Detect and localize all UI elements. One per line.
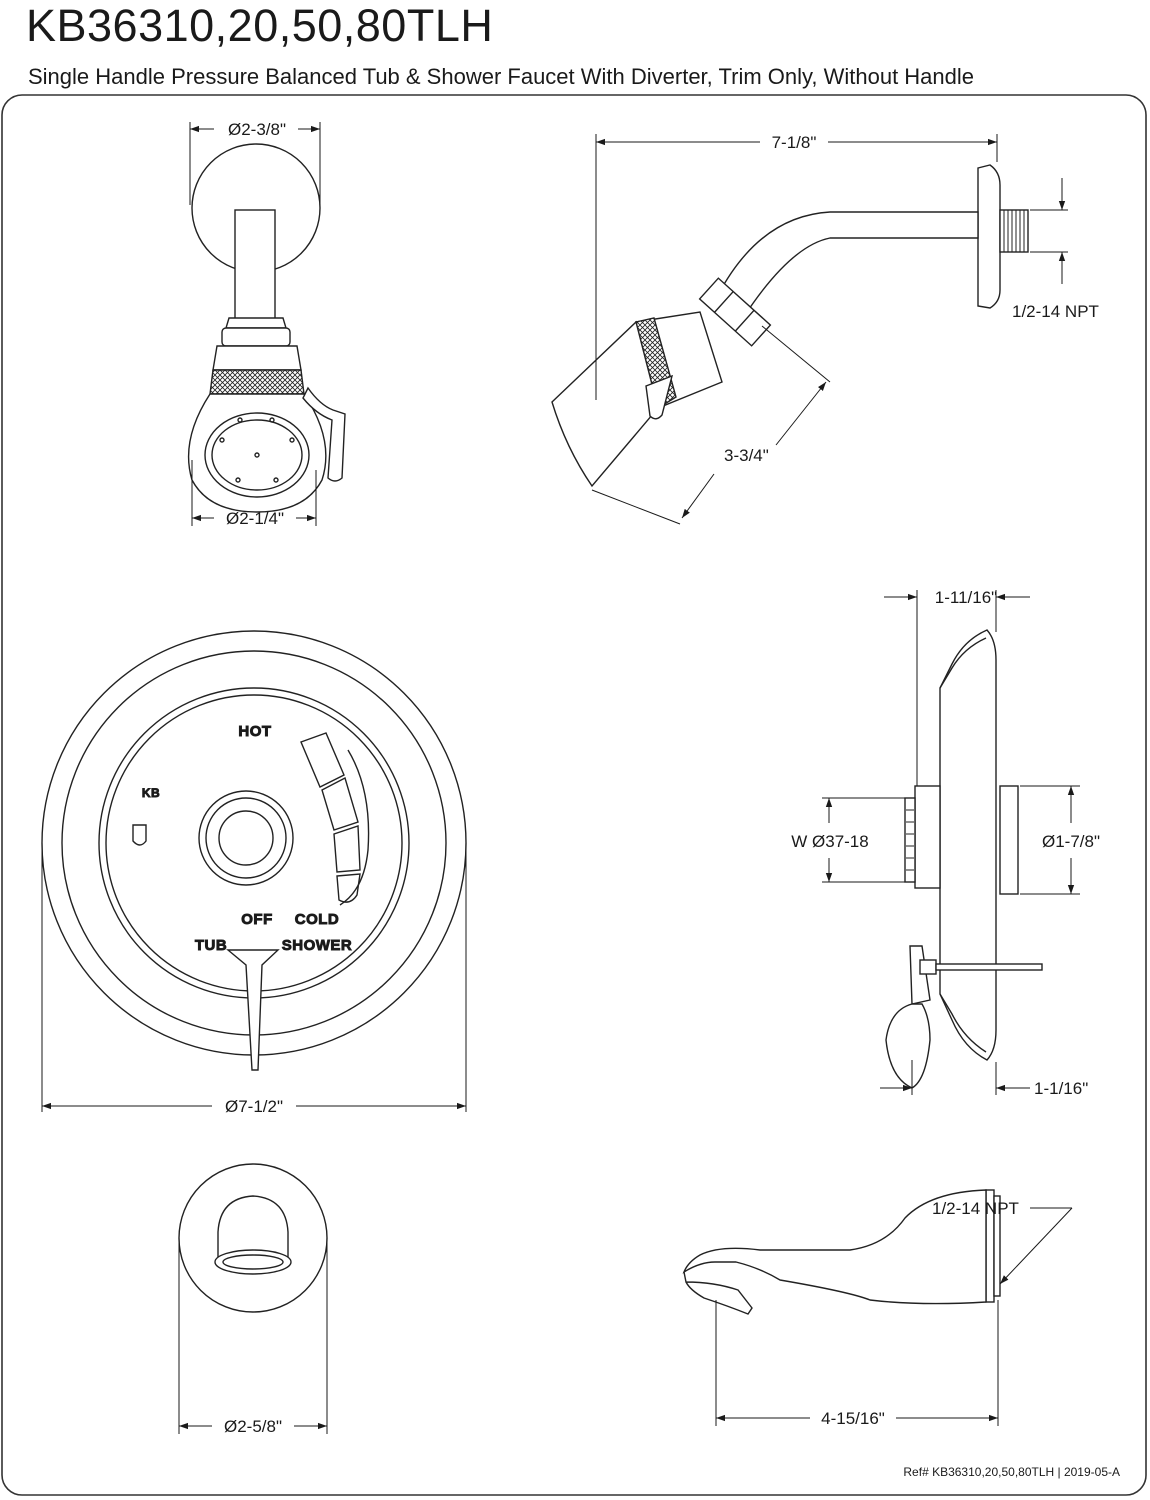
label-cold: COLD: [295, 911, 340, 928]
label-shower: SHOWER: [282, 937, 353, 954]
spout-front-view: [178, 1163, 328, 1313]
valve-trim-side-view: [885, 629, 1043, 1089]
dim-diverter-lever: 1-1/16": [1034, 1079, 1088, 1098]
drawing-frame: [1, 94, 1147, 1496]
label-hot: HOT: [238, 723, 271, 740]
dim-spout-thread: 1/2-14 NPT: [932, 1199, 1019, 1218]
dim-bore-diameter: Ø1-7/8": [1042, 832, 1100, 851]
reference-number: Ref# KB36310,20,50,80TLH | 2019-05-A: [903, 1465, 1120, 1479]
dim-trim-plate-diameter: Ø7-1/2": [225, 1097, 283, 1116]
dim-shower-face: Ø2-1/4": [226, 509, 284, 528]
certification-icon: [132, 824, 147, 846]
model-title: KB36310,20,50,80TLH: [26, 0, 494, 51]
label-off: OFF: [241, 911, 273, 928]
label-brand: KB: [142, 786, 160, 800]
label-tub: TUB: [195, 937, 227, 954]
dim-trim-depth: 1-11/16": [935, 588, 997, 607]
dim-spout-diameter: Ø2-5/8": [224, 1417, 282, 1436]
shower-head-front-view: [187, 143, 346, 513]
dim-stem-thread: W Ø37-18: [791, 832, 868, 851]
spout-side-view: [682, 1189, 1001, 1315]
dim-shower-arm-thread: 1/2-14 NPT: [1012, 302, 1099, 321]
dim-shower-head-length: 3-3/4": [724, 446, 769, 465]
dimension-lines: [41, 122, 1080, 1434]
dim-shower-arm-length: 7-1/8": [772, 133, 817, 152]
shower-head-side-view: [551, 164, 1029, 488]
valve-trim-front-view: [41, 630, 467, 1071]
dim-spout-length: 4-15/16": [821, 1409, 885, 1428]
dim-shower-flange: Ø2-3/8": [228, 120, 286, 139]
model-description: Single Handle Pressure Balanced Tub & Sh…: [28, 64, 975, 89]
